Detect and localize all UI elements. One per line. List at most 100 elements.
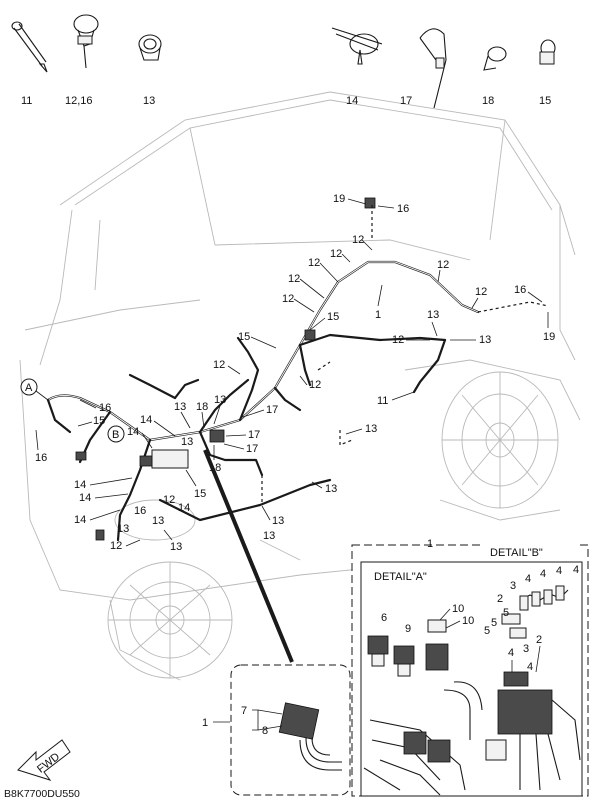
detail-panel: 1 DETAIL"B" DETAIL"A" 6 9 10 10 [351,538,589,797]
inset-ref-1: 1 [202,717,208,729]
detail-b-label-3: 3 [510,580,516,592]
callout-13: 13 [479,334,491,346]
callout-13: 13 [325,483,337,495]
detail-b-label-2: 2 [497,593,503,605]
detail-a-label-6: 6 [381,612,387,624]
callout-12: 12 [163,494,175,506]
callout-12: 12 [352,234,364,246]
detail-b-label-4: 4 [508,647,514,659]
callout-16: 16 [134,505,146,517]
callout-12: 12 [309,379,321,391]
callout-18: 18 [196,401,208,413]
callout-13: 13 [263,530,275,542]
relay-box [151,449,189,469]
connector [364,197,376,209]
inset-label-7: 7 [241,705,247,717]
part-clamp-13 [138,34,162,61]
detail-b-label-4: 4 [556,565,562,577]
detail-b-label-4: 4 [525,573,531,585]
connector [209,429,225,443]
callout-19: 19 [543,331,555,343]
callout-16: 16 [514,284,526,296]
callout-12: 12 [282,293,294,305]
part-clip-15 [539,39,556,65]
callout-12: 12 [330,248,342,260]
detail-a-label-10: 10 [452,603,464,615]
detail-a-title: DETAIL"A" [374,571,427,583]
detail-b-label-5: 5 [491,617,497,629]
callout-13: 13 [365,423,377,435]
connector [304,329,316,341]
detail-b-label-5: 5 [484,625,490,637]
callout-16: 16 [99,402,111,414]
callout-13: 13 [427,309,439,321]
part-band-14 [331,27,383,65]
callout-12: 12 [437,259,449,271]
callout-19: 19 [333,193,345,205]
connector-b [139,455,153,467]
marker-a [20,378,38,396]
detail-ref-1: 1 [427,538,433,550]
callout-13: 13 [272,515,284,527]
callout-14: 14 [74,514,86,526]
callout-12: 12 [213,359,225,371]
inset-label-8: 8 [262,725,268,737]
callout-15: 15 [194,488,206,500]
label-part-15: 15 [539,95,551,107]
inset-pointer-line [203,449,294,663]
marker-b-label: B [112,429,119,441]
detail-b-label-4: 4 [527,661,533,673]
marker-b [107,425,125,443]
callout-17: 17 [248,429,260,441]
callout-labels: 1 19 16 12 12 12 12 12 12 12 16 19 13 12… [20,193,555,553]
detail-b-label-3: 3 [523,643,529,655]
callout-14: 14 [127,426,139,438]
callout-main-harness: 1 [375,309,381,321]
marker-a-label: A [25,382,33,394]
detail-b-title: DETAIL"B" [490,547,543,559]
detail-b-drawing [485,585,581,791]
clip-part-labels: 11 12,16 13 14 17 18 15 [21,95,551,107]
main-wire-harness [46,197,480,542]
callout-14: 14 [178,502,190,514]
callout-13: 13 [214,394,226,406]
connector [75,451,87,461]
label-part-14: 14 [346,95,358,107]
callout-13: 13 [174,401,186,413]
part-band-clamp-12-16 [73,14,99,69]
connector [95,529,105,541]
detail-b-label-2: 2 [536,634,542,646]
callout-17: 17 [246,443,258,455]
callout-15: 15 [238,331,250,343]
connector-inset [213,664,351,796]
detail-b-label-4: 4 [573,564,579,576]
callout-12: 12 [475,286,487,298]
label-part-18: 18 [482,95,494,107]
label-part-12-16: 12,16 [65,95,93,107]
callout-13: 13 [170,541,182,553]
callout-13: 13 [152,515,164,527]
part-clip-18 [483,46,507,71]
label-part-13: 13 [143,95,155,107]
label-part-17: 17 [400,95,412,107]
callout-14: 14 [79,492,91,504]
vehicle-outline [19,91,581,681]
callout-15: 15 [327,311,339,323]
dashed-routes [261,205,549,505]
diagram-code: B8K7700DU550 [4,788,80,800]
callout-11: 11 [377,395,388,407]
callout-14: 14 [74,479,86,491]
fwd-arrow: FWD [17,739,71,781]
detail-b-label-5: 5 [503,607,509,619]
clip-parts-row [11,14,556,109]
callout-12: 12 [392,334,404,346]
callout-14: 14 [140,414,152,426]
callout-13: 13 [117,523,129,535]
callout-16: 16 [35,452,47,464]
label-part-11: 11 [21,95,32,107]
callout-13: 13 [181,436,193,448]
callout-16: 16 [397,203,409,215]
part-cable-tie-11 [11,21,48,73]
detail-b-title-bg [480,542,576,560]
